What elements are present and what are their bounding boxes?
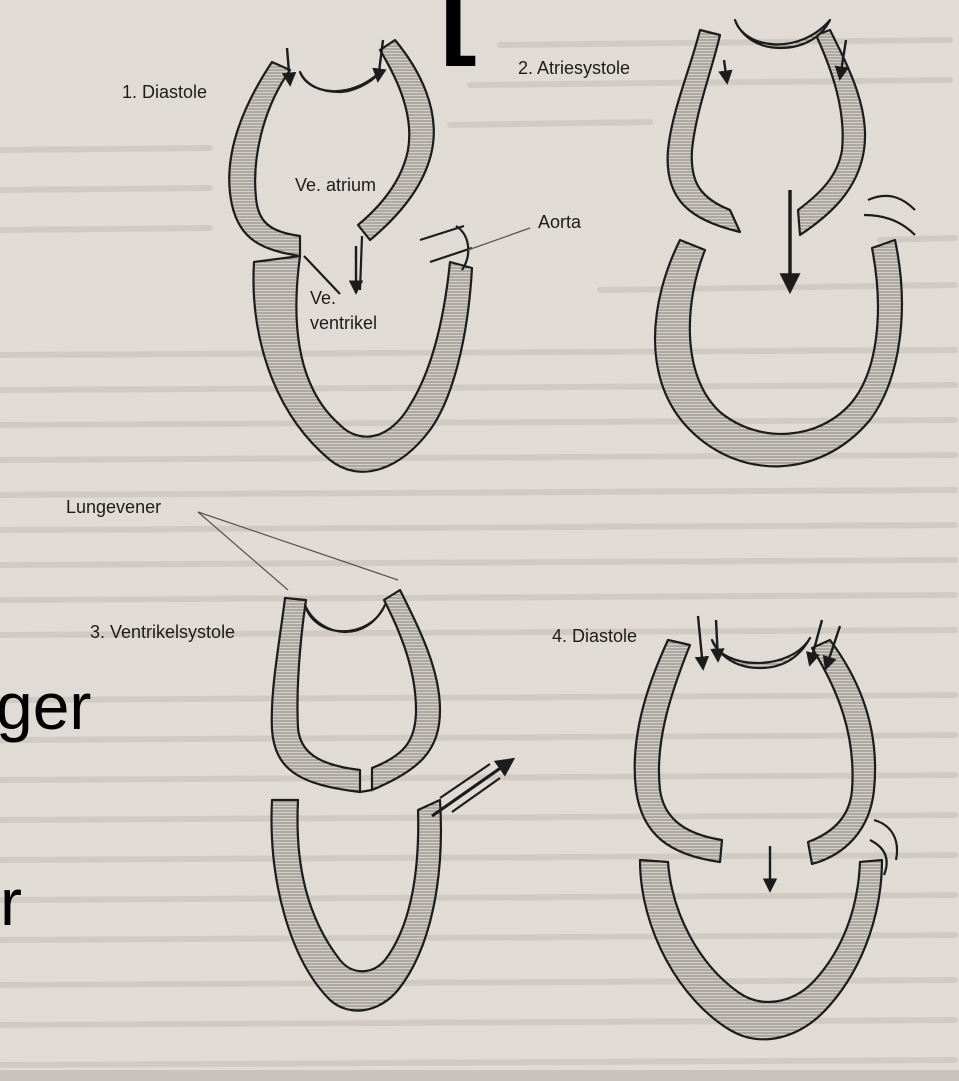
panel-title-2: 2. Atriesystole: [518, 58, 630, 79]
panel-title-4: 4. Diastole: [552, 626, 637, 647]
label-ve-atrium: Ve. atrium: [295, 175, 376, 196]
slide-top-fragment: [: [440, 0, 477, 69]
slide-left-fragment-1: ger: [0, 668, 91, 744]
label-aorta: Aorta: [538, 212, 581, 233]
slide-left-fragment-2: r: [0, 864, 22, 940]
label-ve: Ve.: [310, 288, 336, 309]
panel-title-3: 3. Ventrikelsystole: [90, 622, 235, 643]
panel-title-1: 1. Diastole: [122, 82, 207, 103]
label-ventrikel: ventrikel: [310, 313, 377, 334]
label-lungevener: Lungevener: [66, 497, 161, 518]
page-bottom-shadow: [0, 1070, 959, 1081]
